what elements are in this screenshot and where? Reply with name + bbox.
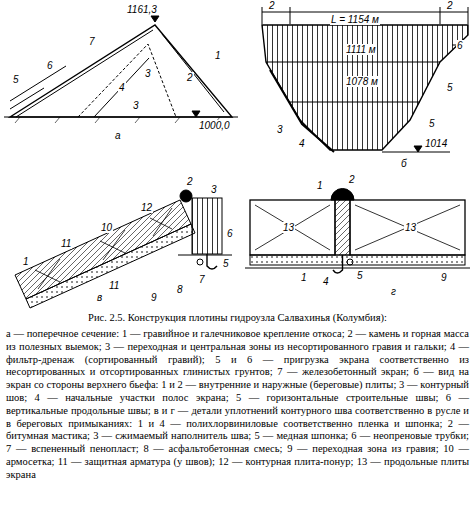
- callout-number: в: [96, 292, 103, 303]
- callout-number: 1161,3: [126, 4, 158, 15]
- callout-number: 1111 м: [345, 44, 377, 55]
- callout-number: 10: [100, 222, 113, 233]
- callout-number: 7: [198, 274, 206, 285]
- callout-number: б: [400, 158, 408, 169]
- callout-number: 13: [282, 222, 295, 233]
- callout-number: 1078 м: [345, 76, 379, 87]
- callout-number: 1: [214, 50, 222, 61]
- callout-number: 6: [456, 40, 464, 51]
- callout-number: 1000,0: [198, 120, 231, 131]
- callout-number: 6: [46, 60, 54, 71]
- callout-number: 2: [446, 0, 454, 11]
- callout-number: 5: [428, 118, 436, 129]
- figure-caption: Рис. 2.5. Конструкция плотины гидроузла …: [88, 312, 387, 323]
- callout-number: 2: [186, 176, 194, 187]
- callout-number: а: [114, 130, 122, 141]
- callout-number: 3: [144, 68, 152, 79]
- callout-number: 5: [222, 258, 230, 269]
- callout-number: 5: [12, 74, 20, 85]
- callout-number: 1: [300, 272, 308, 283]
- callout-number: 5: [356, 270, 364, 281]
- callout-number: 13: [404, 222, 417, 233]
- callout-number: 11: [108, 280, 120, 291]
- callout-number: 1: [22, 256, 30, 267]
- callout-number: 9: [440, 272, 448, 283]
- callout-number: 4: [298, 138, 306, 149]
- callout-number: г: [390, 286, 397, 297]
- callout-number: 5: [446, 82, 454, 93]
- callout-number: 7: [88, 36, 96, 47]
- callout-number: 4: [322, 276, 330, 287]
- callout-number: 8: [176, 284, 184, 295]
- callout-number: 1: [316, 180, 324, 191]
- callout-number: 2: [268, 0, 276, 11]
- callout-number: 2: [348, 174, 356, 185]
- callout-number: 3: [132, 100, 140, 111]
- callout-number: 4: [118, 82, 126, 93]
- legend-text: а — поперечное сечение: 1 — гравийное и …: [6, 328, 469, 482]
- callout-number: 12: [140, 202, 153, 213]
- callout-number: 11: [60, 238, 72, 249]
- callout-number: 2: [186, 72, 194, 83]
- dam-illustration: [0, 0, 475, 313]
- callout-number: 6: [226, 228, 234, 239]
- callout-number: L = 1154 м: [330, 14, 380, 25]
- callout-number: 1014: [424, 138, 448, 149]
- callout-number: 3: [276, 124, 284, 135]
- callout-number: 3: [210, 184, 218, 195]
- callout-number: 9: [150, 292, 158, 303]
